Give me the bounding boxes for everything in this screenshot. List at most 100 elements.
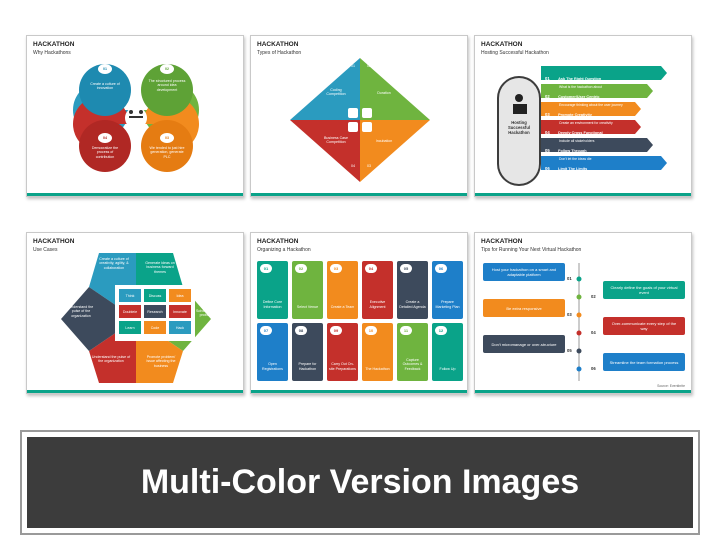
slide-title: HACKATHON: [33, 238, 75, 245]
tip-num: 02: [591, 294, 596, 299]
banner-title: Multi-Color Version Images: [140, 463, 580, 501]
hosting-step: 05 Follow Through Don't let the ideas di…: [545, 139, 655, 161]
grid-cell: Innovate: [169, 305, 191, 318]
tile-label: Carry Out On-site Preparations: [329, 362, 356, 371]
step-body: Don't put too many restrictions: [559, 175, 605, 179]
slide-why-hackathons[interactable]: HACKATHON Why Hackathons 01 02 04 03 Cre…: [26, 35, 244, 197]
slide-subtitle: Types of Hackathon: [257, 50, 302, 56]
tile-num: 10: [365, 326, 377, 335]
tile-num: 05: [400, 264, 412, 273]
step-num: 04: [545, 130, 550, 135]
banner-frame: Multi-Color Version Images: [20, 430, 700, 535]
step-num: 06: [545, 166, 550, 171]
why-item-text: The structured process around idea devel…: [148, 79, 186, 92]
grid-cell: Doubleie: [119, 305, 141, 318]
banner: Multi-Color Version Images: [27, 437, 693, 528]
step-num: 03: [545, 112, 550, 117]
use-case-outer: Understand the pulse of the organization: [68, 305, 94, 318]
tile-label: The Hackathon: [365, 366, 390, 371]
hosting-diagram: [497, 66, 667, 186]
type-num: 02: [367, 64, 371, 68]
use-case-outer: Promote problem/ issue affecting the bus…: [146, 355, 176, 368]
step-body: Create an environment for creativity: [559, 121, 613, 125]
grid-cell: Learn: [119, 321, 141, 334]
type-label: Duration: [377, 91, 391, 95]
type-num: 04: [351, 164, 355, 168]
tile-num: 06: [435, 264, 447, 273]
tile-num: 12: [435, 326, 447, 335]
slide-subtitle: Use Cases: [33, 247, 58, 253]
tip-box: Streamline the team formation process: [603, 353, 685, 371]
slide-title: HACKATHON: [33, 41, 75, 48]
slide-hosting-successful-hackathon[interactable]: HACKATHON Hosting Successful Hackathon H…: [474, 35, 692, 197]
slide-subtitle: Tips for Running Your Next Virtual Hacka…: [481, 247, 582, 253]
step-body: Don't let the ideas die: [559, 157, 592, 161]
grid-cell: Think: [119, 289, 141, 302]
tile-label: Create a Team: [330, 304, 355, 309]
slide-title: HACKATHON: [257, 41, 299, 48]
tip-box: Clearly define the goals of your virtual…: [603, 281, 685, 299]
tile-label: Follow Up: [439, 366, 456, 371]
grid-cell: Discuss: [144, 289, 166, 302]
slide-title: HACKATHON: [481, 238, 523, 245]
step-head: Customer/User Centric: [558, 95, 600, 99]
slide-subtitle: Hosting Successful Hackathon: [481, 50, 549, 56]
tip-box: Don't micromanage or over-structure: [483, 335, 565, 353]
use-case-grid: Think Discuss Idea Doubleie Research Inn…: [119, 289, 191, 334]
tile-label: Create a Detailed Agenda: [399, 300, 426, 309]
hosting-step: 04 Deeply Cross Functional Include all s…: [545, 121, 645, 143]
why-item-text: We tended to just hire generation, gener…: [149, 146, 185, 159]
slide-subtitle: Why Hackathons: [33, 50, 71, 56]
slide-title: HACKATHON: [257, 238, 299, 245]
tile-label: Executive Alignment: [369, 300, 386, 309]
tile-label: Define Core Information: [262, 300, 283, 309]
why-item-num: 01: [103, 67, 107, 71]
tile-label: Capture Outcomes & Feedback: [402, 357, 423, 371]
hosting-step: 02 Customer/User Centric Encourage think…: [545, 85, 655, 107]
step-num: 05: [545, 148, 550, 153]
type-num: 03: [367, 164, 371, 168]
tile-num: 08: [295, 326, 307, 335]
slide-virtual-hackathon-tips[interactable]: HACKATHON Tips for Running Your Next Vir…: [474, 232, 692, 394]
use-case-outer: Solve specific problems: [196, 309, 218, 318]
slide-types-of-hackathon[interactable]: HACKATHON Types of Hackathon 01 02 04 03…: [250, 35, 468, 197]
step-head: Limit The Limits: [558, 167, 588, 171]
type-label: Business Case Competition: [324, 136, 348, 145]
slide-use-cases[interactable]: HACKATHON Use Cases Create a culture of …: [26, 232, 244, 394]
tile-num: 02: [295, 264, 307, 273]
use-case-outer: Generate ideas on business forward theme…: [145, 261, 175, 274]
step-num: 02: [545, 94, 550, 99]
type-label: Incubation: [375, 139, 393, 143]
tip-num: 06: [591, 366, 596, 371]
tile-label: Prepare Marketing Plan: [435, 300, 460, 309]
why-item-num: 02: [165, 67, 169, 71]
grid-cell: Code: [144, 321, 166, 334]
step-body: Include all stakeholders: [559, 139, 595, 143]
why-item-num: 04: [103, 136, 107, 140]
tile-label: Prepare for Hackathon: [298, 362, 317, 371]
why-hackathons-diagram: [73, 64, 199, 172]
grid-cell: Idea: [169, 289, 191, 302]
tip-num: 05: [567, 348, 572, 353]
why-item-num: 03: [165, 136, 169, 140]
slide-subtitle: Organizing a Hackathon: [257, 247, 311, 253]
tile-num: 07: [260, 326, 272, 335]
hosting-step: 03 Promote Creativity Create an environm…: [545, 103, 645, 125]
tip-box: Over-communicate every step of the way: [603, 317, 685, 335]
step-head: Deeply Cross Functional: [558, 131, 603, 135]
tile-num: 03: [330, 264, 342, 273]
tip-num: 04: [591, 330, 596, 335]
tile-num: 11: [400, 326, 412, 335]
tip-num: 03: [567, 312, 572, 317]
tips-connector: [576, 263, 582, 381]
